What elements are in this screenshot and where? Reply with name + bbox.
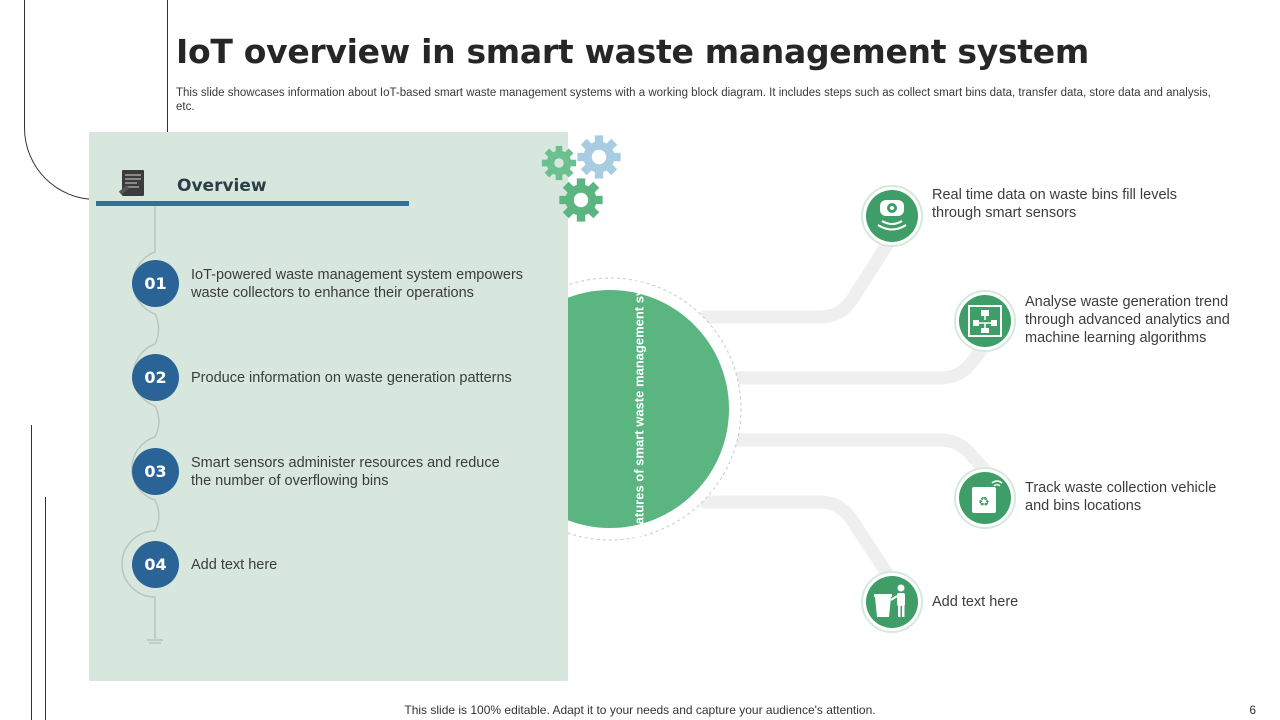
page-title: IoT overview in smart waste management s… [176,32,1089,71]
step-text-01: IoT-powered waste management system empo… [191,267,524,301]
step-number-01: 01 [132,260,179,307]
analytics-flowchart-icon [954,290,1016,352]
steps-connector-line [121,206,163,644]
feature-text-4: Add text here [932,594,1019,610]
document-notes-icon [118,170,144,196]
gears-icon [541,135,621,222]
overview-underline [96,201,409,206]
step-number-04: 04 [132,541,179,588]
page-subtitle: This slide showcases information about I… [176,87,1211,113]
overview-label: Overview [177,176,267,196]
step-text-04: Add text here [191,557,278,573]
person-trash-bin-icon [861,571,923,633]
feature-text-2: Analyse waste generation trend through a… [1025,294,1230,346]
feature-text-1: Real time data on waste bins fill levels… [932,187,1178,221]
overview-panel [89,132,568,681]
step-text-02: Produce information on waste generation … [191,370,512,386]
decorative-line-left-2 [45,497,46,720]
smart-sensor-icon [861,185,923,247]
step-number-03: 03 [132,448,179,495]
step-number-02: 02 [132,354,179,401]
recycle-bin-tracking-icon: ♻ [954,467,1016,529]
step-text-03: Smart sensors administer resources and r… [191,455,500,489]
footer-text: This slide is 100% editable. Adapt it to… [404,703,876,717]
page-number: 6 [1249,703,1256,717]
decorative-line-left [31,425,32,720]
feature-text-3: Track waste collection vehicle and bins … [1025,480,1217,514]
svg-text:♻: ♻ [978,495,990,510]
